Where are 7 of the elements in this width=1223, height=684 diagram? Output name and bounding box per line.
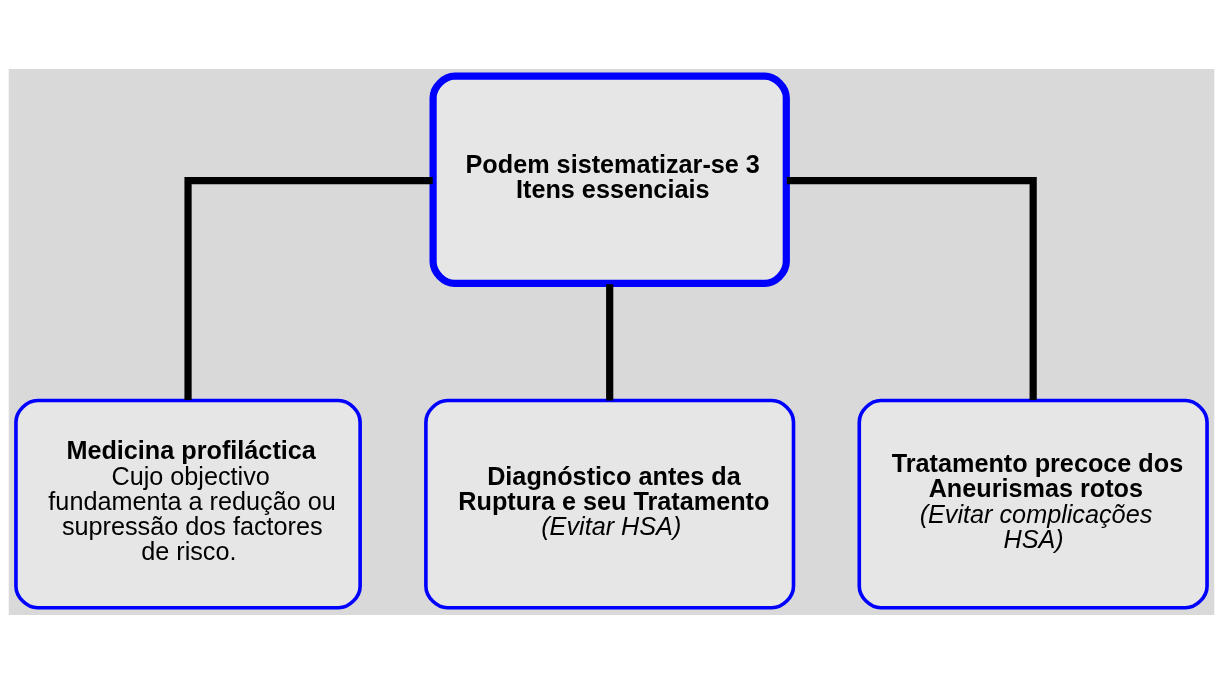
connector (606, 284, 614, 401)
node-box: Podem sistematizar-se 3 Itens essenciais (429, 72, 790, 288)
node-box: Medicina profiláctica Cujo objectivo fundamenta a redução ou supressão dos factores de risco. (14, 398, 362, 610)
connector (786, 177, 1037, 401)
node-box: Diagnóstico antes da Ruptura e seu Tratamento (Evitar HSA) (424, 398, 796, 610)
connector (184, 177, 433, 401)
node-box: Tratamento precoce dos Aneurismas rotos (Evitar complicações HSA) (857, 398, 1209, 610)
